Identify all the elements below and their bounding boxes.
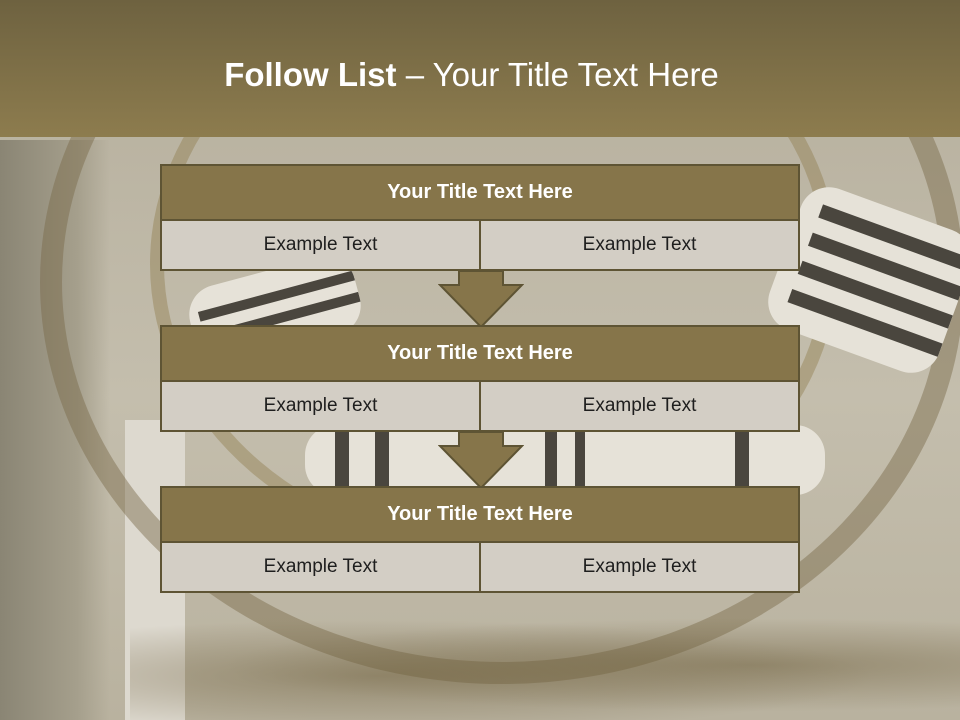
down-arrow-icon bbox=[438, 432, 524, 490]
block-row: Example Text Example Text bbox=[160, 382, 800, 432]
clock-numeral bbox=[305, 425, 825, 495]
title-bar: Follow List – Your Title Text Here bbox=[0, 0, 960, 137]
block-cell-right: Example Text bbox=[481, 221, 800, 271]
block-title: Your Title Text Here bbox=[160, 486, 800, 543]
block-cell-right: Example Text bbox=[481, 543, 800, 593]
page-title-bold: Follow List bbox=[224, 56, 397, 93]
block-row: Example Text Example Text bbox=[160, 543, 800, 593]
list-block: Your Title Text Here Example Text Exampl… bbox=[160, 486, 800, 593]
block-title: Your Title Text Here bbox=[160, 164, 800, 221]
block-cell-left: Example Text bbox=[160, 221, 481, 271]
page-title-rest: – Your Title Text Here bbox=[396, 56, 719, 93]
block-cell-left: Example Text bbox=[160, 543, 481, 593]
page-title: Follow List – Your Title Text Here bbox=[0, 56, 943, 94]
ornament-decoration bbox=[130, 610, 960, 720]
down-arrow-icon bbox=[438, 271, 524, 329]
block-title: Your Title Text Here bbox=[160, 325, 800, 382]
block-row: Example Text Example Text bbox=[160, 221, 800, 271]
block-cell-right: Example Text bbox=[481, 382, 800, 432]
list-block: Your Title Text Here Example Text Exampl… bbox=[160, 325, 800, 432]
block-cell-left: Example Text bbox=[160, 382, 481, 432]
list-block: Your Title Text Here Example Text Exampl… bbox=[160, 164, 800, 271]
